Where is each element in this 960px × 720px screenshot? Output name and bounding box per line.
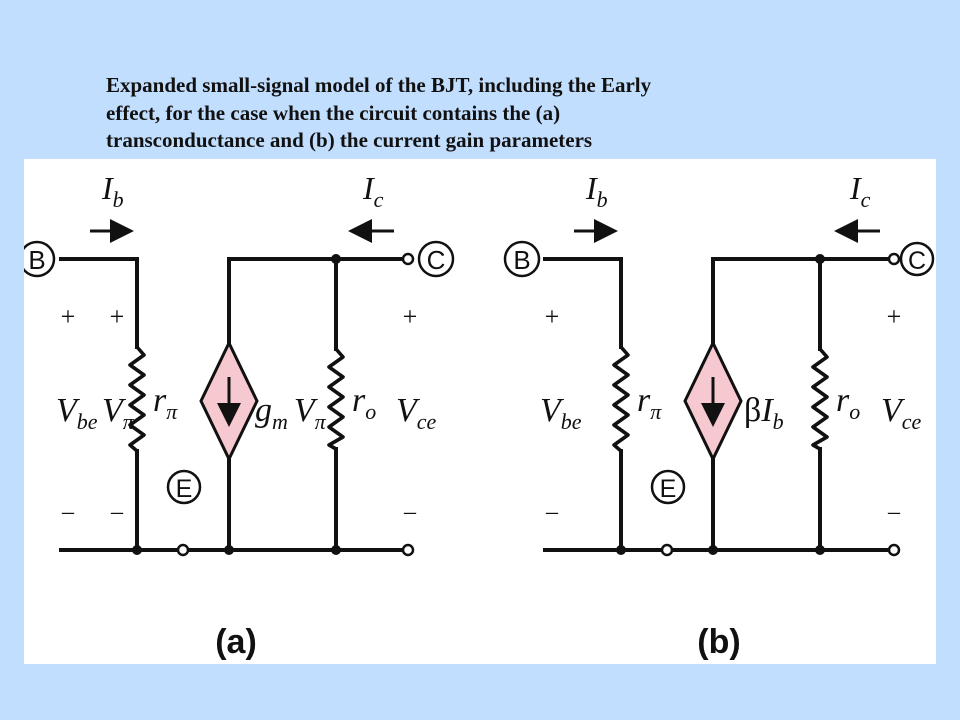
base-wire-a [59, 257, 139, 349]
vbe-label-a: Vbe [56, 392, 98, 434]
resistor-rpi-b [612, 345, 630, 453]
collector-terminal-dot-a [401, 252, 415, 266]
plus-sign: + [887, 302, 902, 331]
figure-label-b: (b) [697, 623, 740, 661]
circuit-b: B C E Ib Ic + + – – Vbe rπ βIb ro Vce (b… [503, 170, 935, 661]
resistor-rpi-a [128, 345, 146, 453]
minus-sign: – [545, 499, 559, 525]
emitter-out-terminal-dot-a [401, 543, 415, 557]
plus-sign: + [110, 302, 125, 331]
resistor-ro-a [327, 347, 345, 451]
collector-terminal-circle-a [417, 240, 455, 278]
ro-label-b: ro [836, 382, 860, 424]
plus-sign: + [403, 302, 418, 331]
base-wire-b [543, 257, 623, 349]
base-terminal-circle-b [503, 240, 541, 278]
emitter-terminal-circle-a [166, 469, 202, 505]
caption-line-2: effect, for the case when the circuit co… [106, 100, 561, 125]
junction-dot [616, 545, 626, 555]
emitter-terminal-dot-a [176, 543, 190, 557]
base-terminal-label-a: B [28, 245, 45, 275]
junction-dot [815, 254, 825, 264]
collector-terminal-dot-b [887, 252, 901, 266]
collector-terminal-label-a: C [427, 245, 446, 275]
junction-dot [708, 545, 718, 555]
junction-dot [224, 545, 234, 555]
junction-dot [331, 254, 341, 264]
vpi-label-a: Vπ [102, 392, 135, 434]
base-terminal-circle-a [24, 240, 56, 278]
ib-label-a: Ib [101, 170, 124, 212]
emitter-terminal-label-b: E [660, 475, 677, 503]
plus-sign: + [61, 302, 76, 331]
minus-sign: – [887, 499, 901, 525]
junction-dot [331, 545, 341, 555]
emitter-terminal-circle-b [650, 469, 686, 505]
minus-sign: – [110, 499, 124, 525]
plus-sign: + [545, 302, 560, 331]
collector-terminal-label-b: C [908, 247, 926, 275]
beta-ib-label-b: βIb [744, 392, 784, 434]
junction-dot [815, 545, 825, 555]
caption-line-1: Expanded small-signal model of the BJT, … [106, 73, 652, 97]
emitter-terminal-label-a: E [176, 475, 193, 503]
caption: Expanded small-signal model of the BJT, … [106, 72, 826, 155]
ic-label-b: Ic [849, 170, 871, 212]
ib-label-b: Ib [585, 170, 608, 212]
base-terminal-label-b: B [513, 245, 530, 275]
emitter-terminal-dot-b [660, 543, 674, 557]
figure-label-a: (a) [215, 623, 257, 661]
caption-line-3: transconductance and (b) the current gai… [106, 128, 593, 152]
ro-label-a: ro [352, 382, 376, 424]
junction-dot [132, 545, 142, 555]
rpi-label-a: rπ [153, 382, 178, 424]
vce-label-b: Vce [881, 392, 922, 434]
rpi-label-b: rπ [637, 382, 662, 424]
collector-terminal-circle-b [899, 241, 935, 277]
emitter-out-terminal-dot-b [887, 543, 901, 557]
minus-sign: – [61, 499, 75, 525]
resistor-ro-b [811, 347, 829, 451]
vce-label-a: Vce [396, 392, 437, 434]
vbe-label-b: Vbe [540, 392, 582, 434]
minus-sign: – [403, 499, 417, 525]
ic-label-a: Ic [362, 170, 384, 212]
